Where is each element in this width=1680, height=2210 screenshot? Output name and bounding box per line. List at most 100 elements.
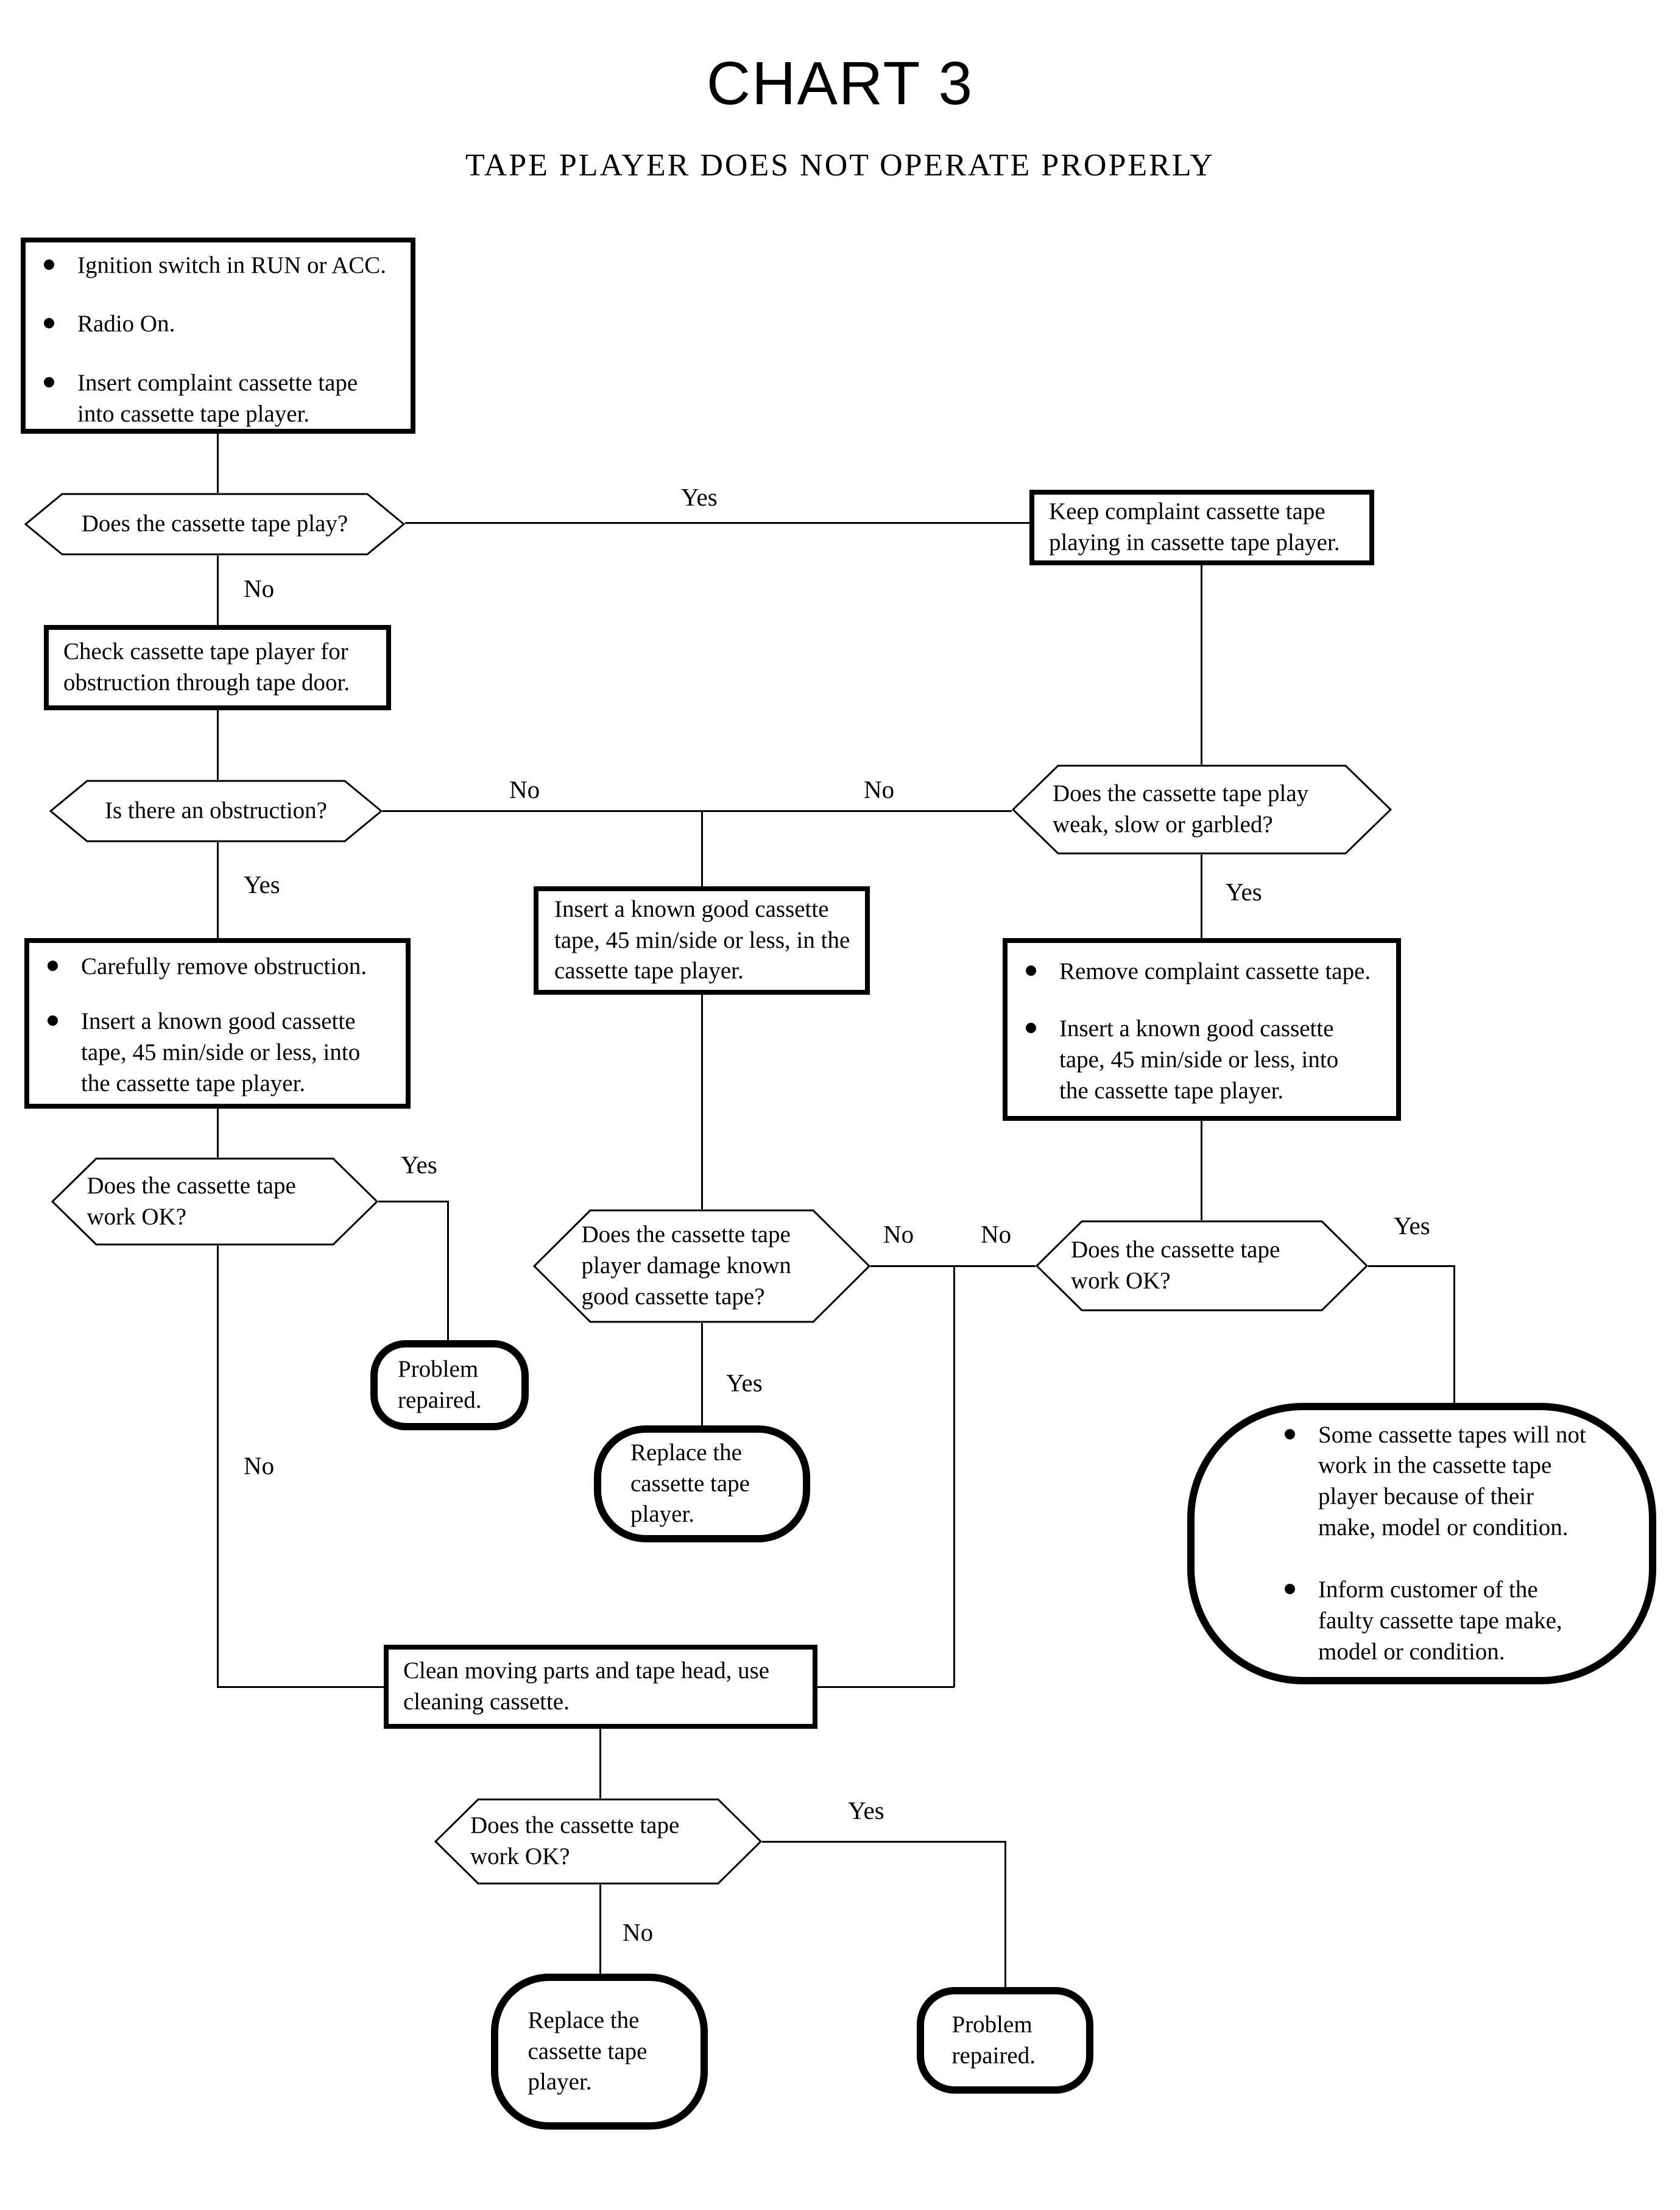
hexagon-shape [434, 1798, 762, 1885]
decision-text: Does the cassette tape player damage kno… [581, 1221, 791, 1310]
connector-play-no [217, 556, 219, 625]
bullet-text: Radio On. [77, 311, 175, 337]
edge-label-obstruction-no: No [509, 775, 540, 803]
decision-work-ok-bottom: Does the cassette tape work OK? [434, 1798, 762, 1885]
connector-obstruction-yes [217, 842, 219, 938]
connector-weak-yes [1201, 855, 1202, 938]
hexagon-shape [24, 493, 405, 556]
terminal-text: Problem repaired. [398, 1356, 482, 1413]
terminal-text: Replace the cassette tape player. [528, 2007, 648, 2095]
bullet-text: Insert a known good cassette tape, 45 mi… [81, 1008, 361, 1096]
connector-workbottom-no [599, 1885, 601, 1974]
connector-workleft-yes-h [378, 1201, 449, 1202]
insert-good-tape-box: Insert a known good cassette tape, 45 mi… [534, 886, 870, 995]
decision-work-ok-left: Does the cassette tape work OK? [51, 1157, 378, 1246]
decision-weak-slow-garbled: Does the cassette tape play weak, slow o… [1012, 764, 1392, 855]
bullet-item: Insert complaint cassette tape into cass… [44, 368, 388, 429]
edge-label-play-no: No [244, 574, 275, 602]
connector-damage-no-h [870, 1265, 1036, 1267]
bullet-item: Insert a known good cassette tape, 45 mi… [1026, 1014, 1371, 1106]
connector-workright-yes-h [1368, 1265, 1455, 1267]
box-text: Insert a known good cassette tape, 45 mi… [554, 895, 850, 984]
connector-removecomp-to-workok [1201, 1121, 1202, 1220]
bullet-icon [1285, 1584, 1295, 1595]
bullet-item: Inform customer of the faulty cassette t… [1285, 1575, 1595, 1667]
bullet-icon [48, 1015, 58, 1026]
terminal-text: Replace the cassette tape player. [630, 1439, 750, 1528]
connector-no-junction-v [953, 1265, 955, 1687]
bullet-item: Remove complaint cassette tape. [1026, 956, 1371, 987]
connector-workbottom-yes-v [1004, 1841, 1006, 1987]
terminal-replace-player-bottom: Replace the cassette tape player. [491, 1974, 708, 2130]
keep-playing-box: Keep complaint cassette tape playing in … [1029, 490, 1374, 565]
bullet-text: Some cassette tapes will not work in the… [1318, 1421, 1586, 1541]
check-obstruction-box: Check cassette tape player for obstructi… [44, 625, 391, 710]
connector-damage-yes [701, 1323, 703, 1425]
bullet-icon [44, 377, 54, 387]
decision-text: Does the cassette tape work OK? [470, 1812, 680, 1869]
decision-tape-play: Does the cassette tape play? [24, 493, 405, 556]
connector-insert-to-damage [701, 995, 703, 1209]
bullet-icon [48, 960, 58, 971]
box-text: Check cassette tape player for obstructi… [63, 638, 350, 696]
connector-workleft-yes-v [447, 1201, 449, 1340]
connector-workleft-no-h [217, 1686, 384, 1688]
bullet-text: Carefully remove obstruction. [81, 953, 367, 980]
hexagon-shape [51, 1157, 378, 1246]
hexagon-shape [1036, 1220, 1368, 1312]
connector-workbottom-yes-h [762, 1841, 1006, 1843]
edge-label-obstruction-yes: Yes [244, 870, 280, 898]
bullet-icon [44, 259, 54, 270]
terminal-tape-advice: Some cassette tapes will not work in the… [1187, 1403, 1656, 1684]
bullet-text: Remove complaint cassette tape. [1059, 958, 1371, 984]
connector-clean-to-workbottom [599, 1729, 601, 1798]
edge-label-workbottom-no: No [623, 1918, 654, 1946]
page-subtitle: TAPE PLAYER DOES NOT OPERATE PROPERLY [465, 148, 1215, 183]
bullet-icon [1026, 965, 1036, 976]
box-text: Keep complaint cassette tape playing in … [1049, 498, 1340, 556]
connector-keep-to-weak [1201, 565, 1202, 764]
decision-damage-tape: Does the cassette tape player damage kno… [533, 1209, 870, 1323]
connector-no-no-horizontal [383, 810, 1012, 812]
bullet-item: Insert a known good cassette tape, 45 mi… [48, 1006, 389, 1099]
remove-obstruction-box: Carefully remove obstruction. Insert a k… [24, 938, 411, 1109]
edge-label-workbottom-yes: Yes [848, 1796, 884, 1824]
box-text: Clean moving parts and tape head, use cl… [403, 1658, 770, 1715]
edge-label-workright-yes: Yes [1394, 1212, 1430, 1240]
edge-label-workleft-no: No [244, 1452, 275, 1480]
edge-label-workright-no: No [981, 1220, 1012, 1248]
edge-label-damage-yes: Yes [726, 1369, 763, 1397]
hexagon-shape [1012, 764, 1392, 855]
decision-text: Does the cassette tape play? [81, 510, 348, 537]
bullet-item: Radio On. [44, 309, 388, 340]
hexagon-shape [49, 780, 383, 842]
remove-complaint-box: Remove complaint cassette tape. Insert a… [1003, 938, 1401, 1121]
bullet-text: Insert complaint cassette tape into cass… [77, 370, 358, 427]
edge-label-weak-no: No [864, 775, 895, 803]
bullet-text: Inform customer of the faulty cassette t… [1318, 1576, 1562, 1665]
decision-obstruction: Is there an obstruction? [49, 780, 383, 842]
connector-down-to-insert [701, 810, 703, 886]
edge-label-workleft-yes: Yes [401, 1151, 437, 1179]
decision-work-ok-right: Does the cassette tape work OK? [1036, 1220, 1368, 1312]
bullet-item: Some cassette tapes will not work in the… [1285, 1420, 1595, 1544]
decision-text: Does the cassette tape work OK? [86, 1172, 296, 1230]
connector-play-yes [405, 522, 1029, 524]
connector-start-to-play [217, 434, 219, 493]
bullet-icon [1026, 1023, 1036, 1034]
decision-text: Is there an obstruction? [105, 797, 327, 824]
connector-workright-yes-v [1453, 1265, 1455, 1403]
clean-parts-box: Clean moving parts and tape head, use cl… [384, 1645, 817, 1729]
edge-label-weak-yes: Yes [1226, 878, 1262, 906]
bullet-icon [1285, 1428, 1295, 1439]
bullet-item: Carefully remove obstruction. [48, 951, 389, 983]
edge-label-play-yes: Yes [681, 483, 718, 511]
start-conditions-box: Ignition switch in RUN or ACC. Radio On.… [21, 238, 415, 434]
connector-workleft-no-v [217, 1246, 219, 1687]
decision-text: Does the cassette tape work OK? [1071, 1237, 1280, 1294]
bullet-item: Ignition switch in RUN or ACC. [44, 250, 388, 281]
edge-label-damage-no: No [883, 1220, 914, 1248]
decision-text: Does the cassette tape play weak, slow o… [1053, 780, 1309, 838]
terminal-text: Problem repaired. [951, 2011, 1036, 2069]
